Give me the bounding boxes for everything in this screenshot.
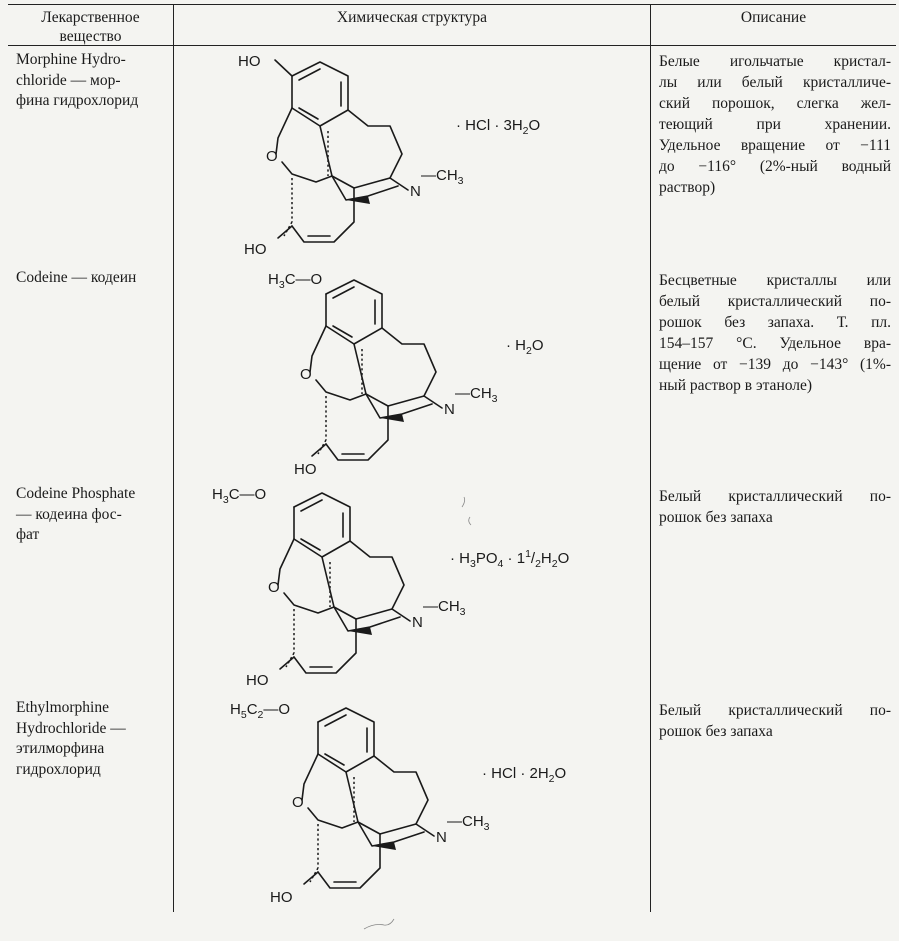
table-top-rule (8, 4, 896, 5)
row-3-desc-line: Белый кристаллический по- (659, 488, 891, 505)
nitrogen-label: N (444, 401, 455, 418)
row-4-name-line: Hydrochloride — (16, 719, 126, 737)
row-3-description: Белый кристаллический по- рошок без запа… (659, 486, 891, 528)
nitrogen-label: N (412, 614, 423, 631)
row-1-desc-line: теющий при хранении. (659, 116, 891, 133)
row-1-desc-line: до −116° (2%-ный водный (659, 158, 891, 175)
ethylmorphine-structure-drawing: H5C2—O (230, 701, 566, 906)
row-1-description: Белые игольчатые кристал- лы или белый к… (659, 51, 891, 198)
scan-speck (461, 496, 472, 526)
row-3-name: Codeine Phosphate — кодеина фос- фат (16, 484, 168, 546)
salt-label: · H2O (506, 337, 544, 357)
row-2-desc-line: 154–157 °С. Удельное вра- (659, 335, 891, 352)
row-2-desc-line: щение от −139 до −143° (1%- (659, 356, 891, 373)
row-4-name: Ethylmorphine Hydrochloride — этилморфин… (16, 698, 168, 780)
row-1-desc-line: раствор) (659, 179, 716, 196)
hydroxyl-label: HO (246, 672, 269, 689)
column-divider-1 (173, 4, 174, 912)
substituent-label: H3C—O (212, 486, 266, 506)
row-3-name-line: — кодеина фос- (16, 505, 122, 523)
header-structure: Химическая структура (336, 9, 488, 26)
molecule-skeleton (274, 59, 409, 243)
molecule-skeleton (277, 492, 411, 674)
row-4-desc-line: Белый кристаллический по- (659, 702, 891, 719)
substituent-label: HO (238, 53, 261, 70)
row-3-desc-line: рошок без запаха (659, 509, 773, 526)
methyl-label: —CH3 (455, 385, 498, 405)
hydroxyl-label: HO (294, 461, 317, 478)
molecule-skeleton (309, 279, 443, 461)
ring-oxygen-label: O (300, 366, 312, 383)
row-1-name-line: Morphine Hydro- (16, 51, 126, 68)
ring-oxygen-label: O (292, 794, 304, 811)
row-4-name-line: Ethylmorphine (16, 699, 109, 716)
methyl-label: —CH3 (447, 813, 490, 833)
methyl-label: —CH3 (423, 598, 466, 618)
row-1-structure: HO (174, 46, 650, 268)
salt-label: · HCl · 3H2O (456, 117, 540, 137)
row-4-name-line: гидрохлорид (16, 760, 101, 778)
row-4-description: Белый кристаллический по- рошок без запа… (659, 700, 891, 742)
row-1-desc-line: Удельное вращение от −111 (659, 137, 891, 154)
header-substance-line-2: вещество (59, 28, 122, 45)
table-header-rule (8, 45, 896, 46)
row-4-structure: H5C2—O (174, 692, 650, 910)
row-2-desc-line: рошок без запаха. Т. пл. (659, 314, 891, 331)
nitrogen-label: N (436, 829, 447, 846)
molecule-skeleton (301, 707, 435, 889)
hydroxyl-label: HO (244, 241, 267, 258)
row-4-name-line: этилморфина (16, 740, 105, 757)
row-1-desc-line: ский порошок, слегка жел- (659, 95, 891, 112)
scan-speck-bottom (363, 918, 395, 930)
row-1-name-line: фина гидрохлорид (16, 92, 139, 109)
row-1-desc-line: лы или белый кристалличе- (659, 74, 891, 91)
header-substance-line-1: Лекарственное (41, 9, 140, 26)
row-2-structure: H3C—O (174, 262, 650, 480)
codeine-phosphate-structure-drawing: H3C—O (212, 486, 569, 689)
row-2-description: Бесцветные кристаллы или белый кристалли… (659, 270, 891, 396)
hydroxyl-label: HO (270, 889, 293, 906)
row-1-desc-line: Белые игольчатые кристал- (659, 53, 891, 70)
row-1-name-line: chloride — мор- (16, 71, 121, 89)
row-3-name-line: фат (16, 526, 40, 543)
ring-oxygen-label: O (268, 579, 280, 596)
morphine-structure-drawing: HO (238, 53, 540, 258)
header-description: Описание (740, 9, 807, 26)
row-4-desc-line: рошок без запаха (659, 723, 773, 740)
header-substance: Лекарственное вещество (8, 8, 173, 46)
row-2-name-line: Codeine — кодеин (16, 269, 137, 286)
row-3-structure: H3C—O (174, 477, 650, 692)
ring-oxygen-label: O (266, 148, 278, 165)
row-1-name: Morphine Hydro- chloride — мор- фина гид… (16, 50, 168, 112)
salt-label: · HCl · 2H2O (482, 765, 566, 785)
row-2-desc-line: ный раствор в этаноле) (659, 377, 813, 394)
substituent-label: H5C2—O (230, 701, 290, 721)
row-3-name-line: Codeine Phosphate (16, 485, 136, 502)
methyl-label: —CH3 (421, 167, 464, 187)
salt-label: · H3PO4 · 11/2H2O (450, 548, 569, 570)
row-2-desc-line: белый кристаллический по- (659, 293, 891, 310)
column-divider-2 (650, 4, 651, 912)
row-2-desc-line: Бесцветные кристаллы или (659, 272, 891, 289)
nitrogen-label: N (410, 183, 421, 200)
substituent-label: H3C—O (268, 271, 322, 291)
row-2-name: Codeine — кодеин (16, 268, 168, 289)
codeine-structure-drawing: H3C—O (268, 271, 544, 478)
